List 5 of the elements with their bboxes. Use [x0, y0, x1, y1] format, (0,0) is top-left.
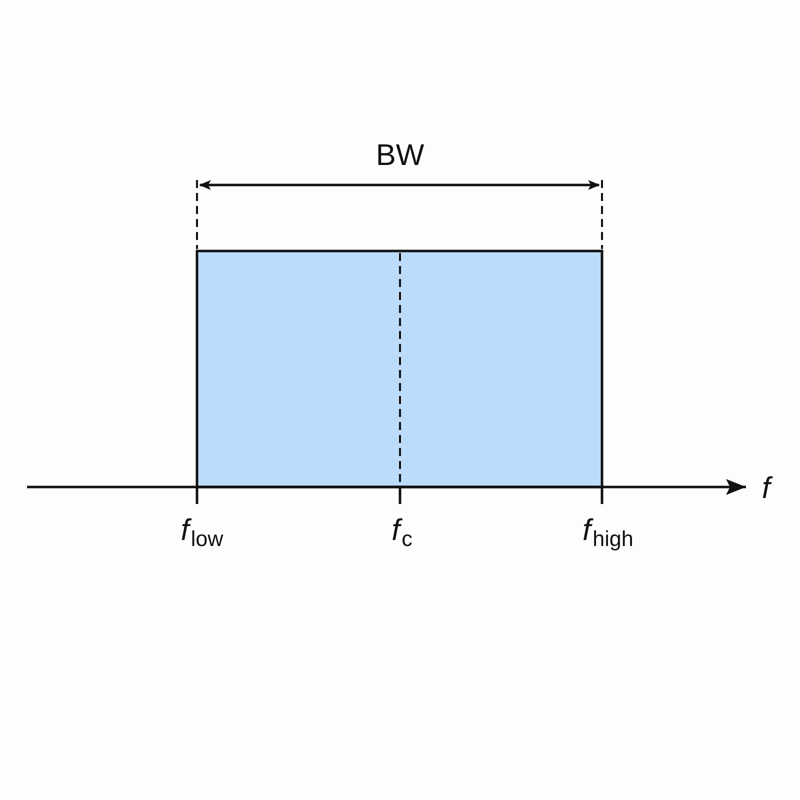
frequency-label: f$_{high}$ [582, 513, 634, 554]
dimension-label: BW [376, 138, 424, 174]
frequency-label: f$_{low}$ [180, 513, 224, 554]
frequency-label: f$_{c}$ [392, 513, 412, 554]
axis-label: f [762, 469, 770, 514]
